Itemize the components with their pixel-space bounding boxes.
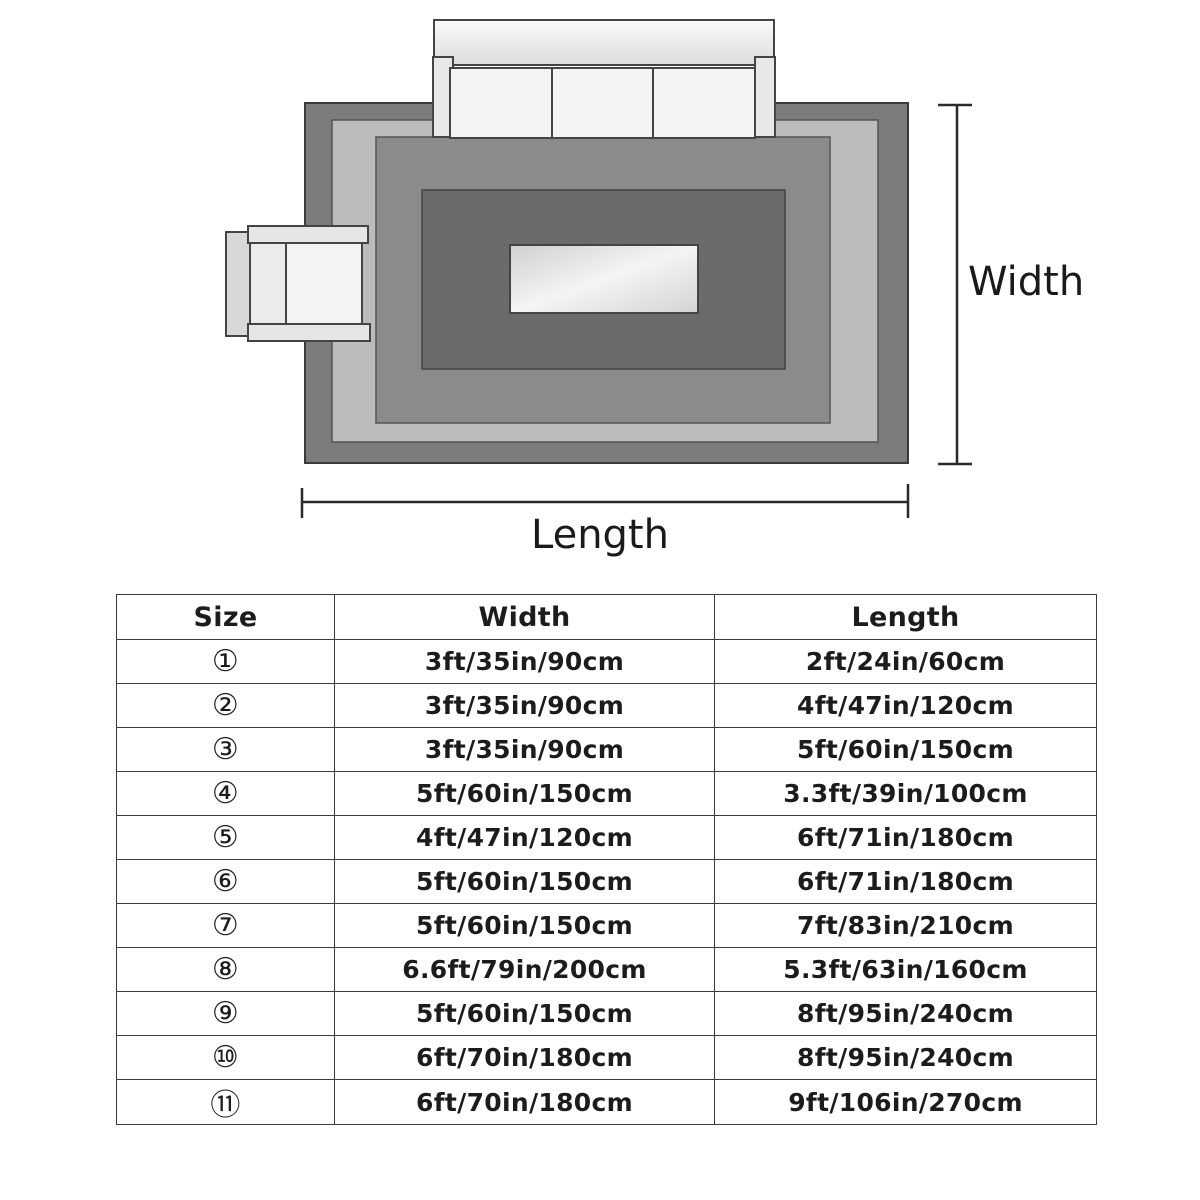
size-cell: ⑪ bbox=[116, 1079, 335, 1125]
size-cell: ⑦ bbox=[116, 903, 335, 948]
size-cell: ④ bbox=[116, 771, 335, 816]
length-cell: 2ft/24in/60cm bbox=[714, 639, 1097, 684]
length-cell: 8ft/95in/240cm bbox=[714, 991, 1097, 1036]
table-row: ① 3ft/35in/90cm 2ft/24in/60cm bbox=[116, 639, 1097, 684]
width-cell: 3ft/35in/90cm bbox=[334, 639, 715, 684]
width-cell: 6.6ft/79in/200cm bbox=[334, 947, 715, 992]
table-row: ⑧ 6.6ft/79in/200cm 5.3ft/63in/160cm bbox=[116, 947, 1097, 992]
width-cell: 6ft/70in/180cm bbox=[334, 1079, 715, 1125]
length-cell: 4ft/47in/120cm bbox=[714, 683, 1097, 728]
width-cell: 5ft/60in/150cm bbox=[334, 991, 715, 1036]
size-cell: ② bbox=[116, 683, 335, 728]
size-cell: ⑤ bbox=[116, 815, 335, 860]
table-row: ② 3ft/35in/90cm 4ft/47in/120cm bbox=[116, 683, 1097, 728]
length-label: Length bbox=[531, 512, 669, 558]
armchair-icon bbox=[225, 225, 371, 342]
length-cell: 5.3ft/63in/160cm bbox=[714, 947, 1097, 992]
size-cell: ⑨ bbox=[116, 991, 335, 1036]
width-cell: 6ft/70in/180cm bbox=[334, 1035, 715, 1080]
table-row: ⑥ 5ft/60in/150cm 6ft/71in/180cm bbox=[116, 859, 1097, 904]
table-row: ⑦ 5ft/60in/150cm 7ft/83in/210cm bbox=[116, 903, 1097, 948]
width-dimension-line bbox=[938, 103, 972, 466]
table-row: ⑩ 6ft/70in/180cm 8ft/95in/240cm bbox=[116, 1035, 1097, 1080]
width-cell: 4ft/47in/120cm bbox=[334, 815, 715, 860]
size-cell: ⑥ bbox=[116, 859, 335, 904]
length-cell: 6ft/71in/180cm bbox=[714, 859, 1097, 904]
length-dimension-line bbox=[300, 484, 910, 518]
size-cell: ① bbox=[116, 639, 335, 684]
length-cell: 5ft/60in/150cm bbox=[714, 727, 1097, 772]
coffee-table-icon bbox=[509, 244, 699, 314]
table-header-row: Size Width Length bbox=[116, 594, 1097, 640]
table-row: ④ 5ft/60in/150cm 3.3ft/39in/100cm bbox=[116, 771, 1097, 816]
table-row: ⑪ 6ft/70in/180cm 9ft/106in/270cm bbox=[116, 1079, 1097, 1125]
length-cell: 7ft/83in/210cm bbox=[714, 903, 1097, 948]
length-cell: 8ft/95in/240cm bbox=[714, 1035, 1097, 1080]
length-cell: 3.3ft/39in/100cm bbox=[714, 771, 1097, 816]
table-row: ③ 3ft/35in/90cm 5ft/60in/150cm bbox=[116, 727, 1097, 772]
table-row: ⑤ 4ft/47in/120cm 6ft/71in/180cm bbox=[116, 815, 1097, 860]
header-size: Size bbox=[116, 594, 335, 640]
length-cell: 6ft/71in/180cm bbox=[714, 815, 1097, 860]
length-cell: 9ft/106in/270cm bbox=[714, 1079, 1097, 1125]
width-cell: 5ft/60in/150cm bbox=[334, 771, 715, 816]
width-cell: 3ft/35in/90cm bbox=[334, 683, 715, 728]
sofa-icon bbox=[432, 19, 776, 139]
width-label: Width bbox=[968, 259, 1085, 305]
size-cell: ③ bbox=[116, 727, 335, 772]
table-row: ⑨ 5ft/60in/150cm 8ft/95in/240cm bbox=[116, 991, 1097, 1036]
header-length: Length bbox=[714, 594, 1097, 640]
size-table: Size Width Length ① 3ft/35in/90cm 2ft/24… bbox=[116, 594, 1097, 1125]
size-cell: ⑩ bbox=[116, 1035, 335, 1080]
size-cell: ⑧ bbox=[116, 947, 335, 992]
width-cell: 5ft/60in/150cm bbox=[334, 859, 715, 904]
header-width: Width bbox=[334, 594, 715, 640]
width-cell: 3ft/35in/90cm bbox=[334, 727, 715, 772]
width-cell: 5ft/60in/150cm bbox=[334, 903, 715, 948]
rug-layout-diagram bbox=[225, 19, 972, 518]
